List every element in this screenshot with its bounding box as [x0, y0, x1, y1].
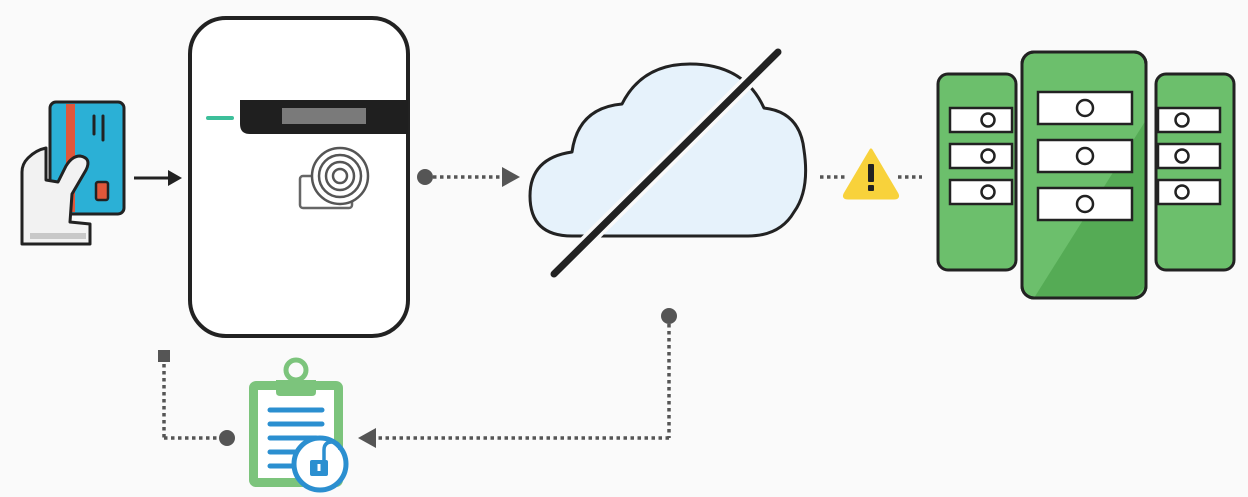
terminal-to-cloud-connector: [417, 167, 520, 187]
clipboard-unlocked-icon: [249, 357, 349, 493]
card-to-terminal-arrow: [134, 170, 182, 186]
server-rack-icon: [936, 50, 1236, 300]
hand-holding-credit-card-icon: [20, 100, 126, 246]
unlocked-padlock-icon: [291, 435, 349, 493]
cloud-offline-icon: [528, 45, 808, 281]
cloud-to-log-connector: [358, 308, 677, 448]
payment-terminal-icon: [188, 16, 410, 338]
cloud-to-servers-connector: [820, 148, 922, 200]
contactless-sensor-icon: [298, 146, 370, 210]
warning-icon: [842, 148, 900, 200]
terminal-to-log-connector: [158, 350, 235, 446]
